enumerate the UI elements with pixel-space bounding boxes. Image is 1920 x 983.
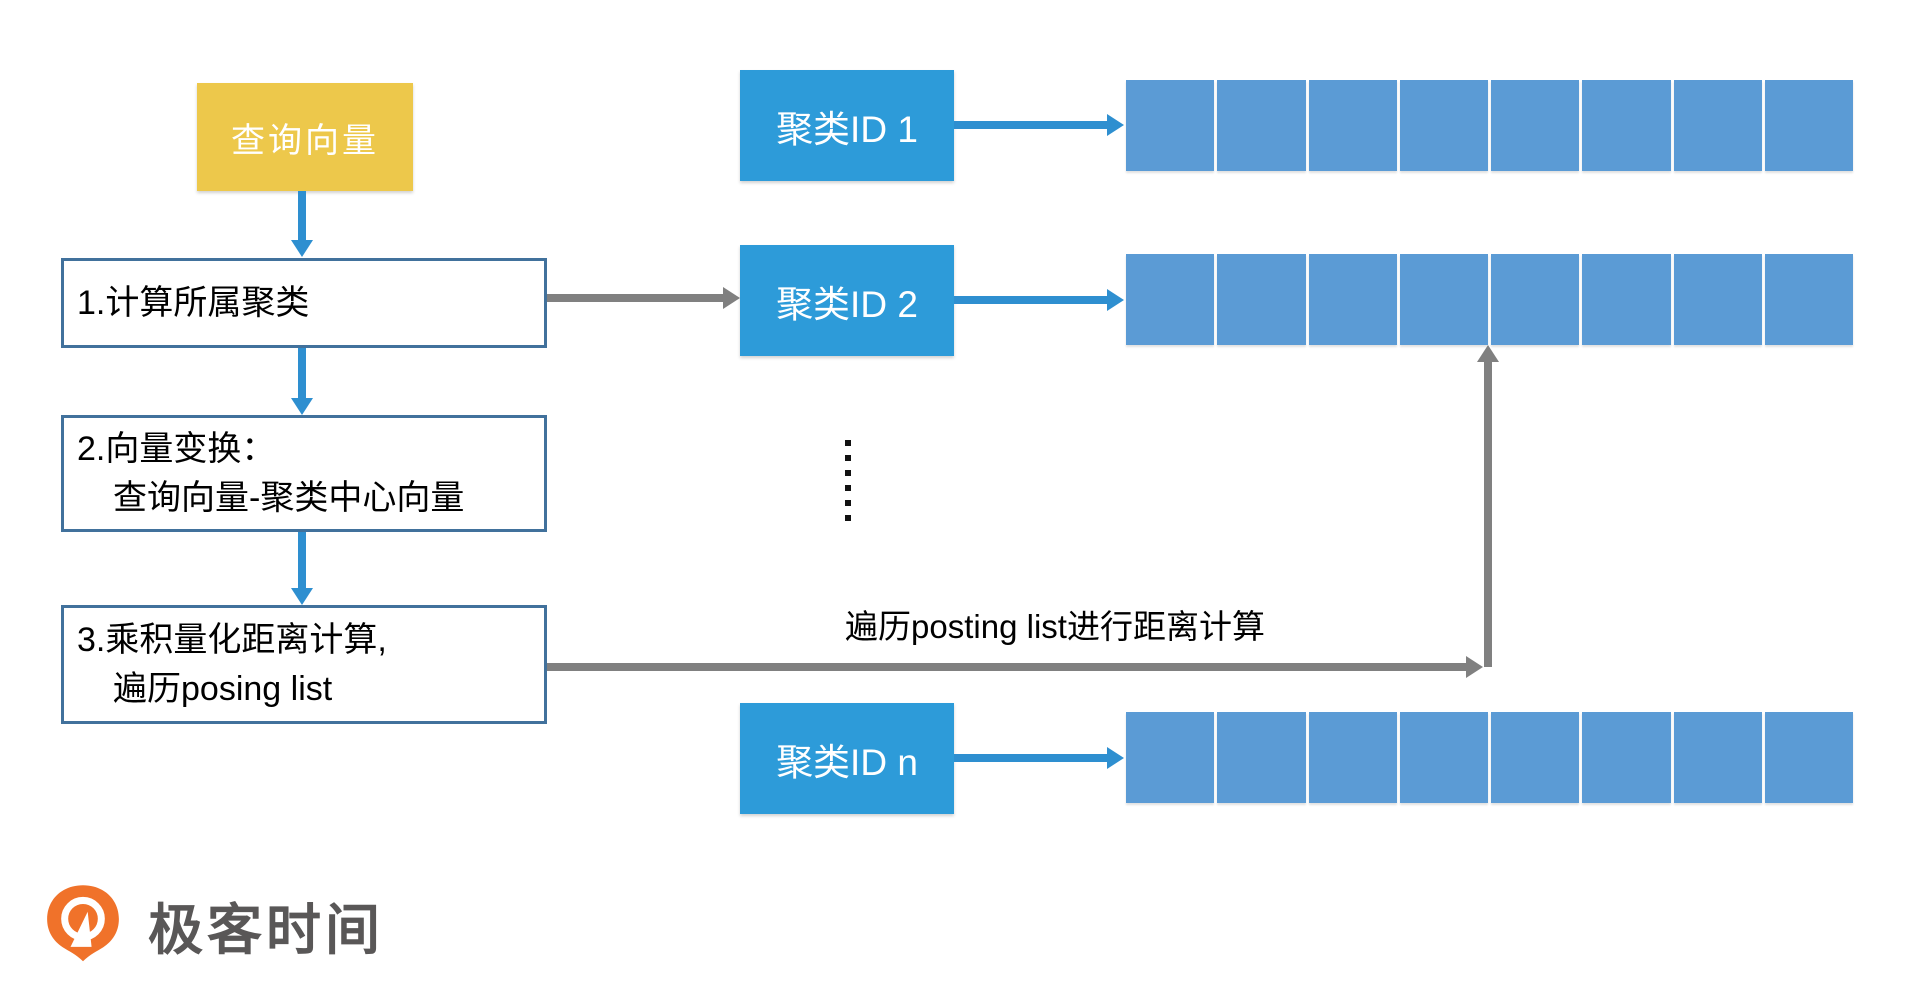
ellipsis-dot — [845, 500, 851, 506]
posting-list-cell — [1673, 254, 1762, 345]
step3-text-line2: 遍历posing list — [113, 669, 333, 708]
arrow-cluster1-to-row1 — [954, 114, 1124, 136]
arrow-down-icon — [291, 398, 313, 415]
step2-box: 2.向量变换： 查询向量-聚类中心向量 — [61, 415, 547, 532]
cluster-id-n-box: 聚类ID n — [740, 703, 954, 814]
posting-list-cell — [1673, 80, 1762, 171]
posting-list-cell — [1764, 712, 1853, 803]
cluster-id-1-label: 聚类ID 1 — [776, 108, 918, 150]
posting-list-cell — [1673, 712, 1762, 803]
posting-list-cell — [1764, 80, 1853, 171]
arrow-down-icon — [291, 588, 313, 605]
step3-box: 3.乘积量化距离计算, 遍历posing list — [61, 605, 547, 724]
arrow-step1-to-step2 — [291, 348, 313, 415]
posting-list-row-n — [1126, 712, 1853, 803]
step2-text: 2.向量变换： — [77, 430, 276, 469]
geektime-logo: 极客时间 — [44, 884, 384, 966]
step1-text: 1.计算所属聚类 — [77, 283, 310, 322]
posting-list-cell — [1217, 80, 1306, 171]
arrow-shaft — [954, 754, 1109, 762]
step2-text-line2: 查询向量-聚类中心向量 — [113, 478, 465, 517]
arrow-shaft — [298, 532, 306, 590]
posting-list-cell — [1217, 712, 1306, 803]
arrow-cluster2-to-row2 — [954, 289, 1124, 311]
arrow-right-icon — [1107, 114, 1124, 136]
posting-list-cell — [1126, 80, 1215, 171]
cluster-id-1-box: 聚类ID 1 — [740, 70, 954, 181]
posting-list-cell — [1582, 712, 1671, 803]
arrow-down-icon — [291, 240, 313, 257]
arrow-shaft — [954, 296, 1109, 304]
posting-list-cell — [1308, 80, 1397, 171]
posting-list-cell — [1764, 254, 1853, 345]
step3-text: 3.乘积量化距离计算, — [77, 621, 387, 660]
arrow-clustern-to-rown — [954, 747, 1124, 769]
arrow-shaft — [1484, 359, 1492, 667]
arrow-shaft — [298, 348, 306, 400]
posting-list-cell — [1399, 80, 1488, 171]
posting-list-cell — [1491, 712, 1580, 803]
posting-list-cell — [1399, 712, 1488, 803]
posting-list-row-1 — [1126, 80, 1853, 171]
arrow-up-icon — [1477, 345, 1499, 362]
arrow-right-icon — [1107, 747, 1124, 769]
posting-list-cell — [1582, 80, 1671, 171]
geektime-logo-text: 极客时间 — [148, 899, 385, 961]
ellipsis-dot — [845, 470, 851, 476]
arrow-shaft — [547, 294, 725, 302]
posting-list-cell — [1491, 80, 1580, 171]
posting-list-row-2 — [1126, 254, 1853, 345]
posting-list-cell — [1126, 254, 1215, 345]
arrow-right-icon — [1466, 656, 1483, 678]
arrow-shaft — [547, 663, 1468, 671]
cluster-id-2-label: 聚类ID 2 — [776, 283, 918, 325]
cluster-id-n-label: 聚类ID n — [776, 741, 918, 783]
ellipsis-dot — [845, 455, 851, 461]
arrow-step2-to-step3 — [291, 532, 313, 605]
ellipsis-dot — [845, 485, 851, 491]
arrow-right-icon — [723, 287, 740, 309]
arrow-step3-traverse-horizontal — [547, 656, 1483, 678]
query-vector-box: 查询向量 — [197, 83, 413, 191]
ellipsis-dot — [845, 440, 851, 446]
vertical-ellipsis — [845, 440, 851, 521]
traverse-annotation: 遍历posting list进行距离计算 — [845, 608, 1265, 645]
geektime-logo-icon — [47, 885, 119, 962]
posting-list-cell — [1491, 254, 1580, 345]
query-vector-label: 查询向量 — [231, 121, 379, 160]
cluster-id-2-box: 聚类ID 2 — [740, 245, 954, 356]
posting-list-cell — [1399, 254, 1488, 345]
arrow-right-icon — [1107, 289, 1124, 311]
arrow-query-to-step1 — [291, 191, 313, 257]
arrow-step1-to-cluster2 — [547, 287, 740, 309]
posting-list-cell — [1308, 254, 1397, 345]
ellipsis-dot — [845, 515, 851, 521]
posting-list-cell — [1582, 254, 1671, 345]
step1-box: 1.计算所属聚类 — [61, 258, 547, 348]
posting-list-cell — [1308, 712, 1397, 803]
posting-list-cell — [1126, 712, 1215, 803]
arrow-shaft — [298, 191, 306, 242]
arrow-shaft — [954, 121, 1109, 129]
arrow-traverse-up-to-row2 — [1477, 345, 1499, 667]
posting-list-cell — [1217, 254, 1306, 345]
